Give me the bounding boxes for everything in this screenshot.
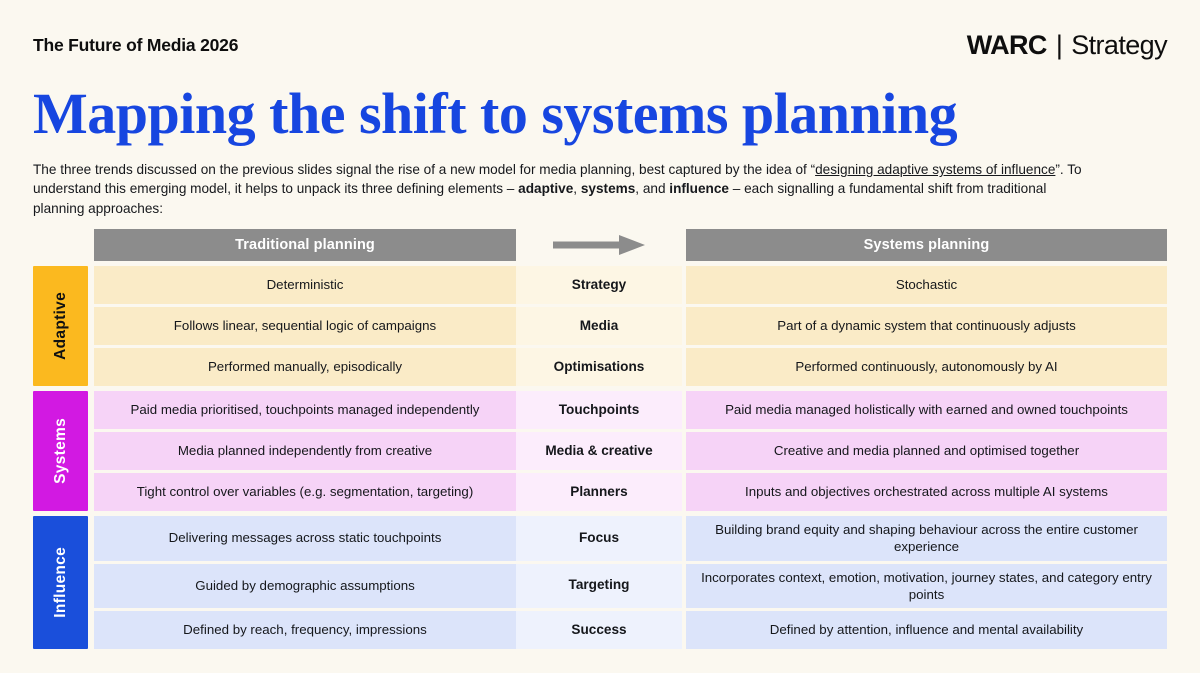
matrix-header-right-cell: Systems planning xyxy=(682,229,1167,261)
intro-text-3: , xyxy=(573,181,581,197)
table-row: Media planned independently from creativ… xyxy=(94,432,1167,470)
column-header-traditional-planning: Traditional planning xyxy=(94,229,516,261)
intro-text-4: , and xyxy=(635,181,670,197)
cell-traditional: Performed manually, episodically xyxy=(94,348,516,386)
matrix-group-influence-rows: Delivering messages across static touchp… xyxy=(94,516,1167,650)
table-row: Deterministic Strategy Stochastic xyxy=(94,266,1167,304)
group-label-adaptive-text: Adaptive xyxy=(51,292,69,360)
matrix-group-adaptive: Adaptive Deterministic Strategy Stochast… xyxy=(33,266,1167,386)
cell-systems: Inputs and objectives orchestrated acros… xyxy=(686,473,1167,511)
cell-dimension: Focus xyxy=(516,516,682,561)
matrix-group-systems-rows: Paid media prioritised, touchpoints mana… xyxy=(94,391,1167,511)
table-row: Follows linear, sequential logic of camp… xyxy=(94,307,1167,345)
cell-systems: Part of a dynamic system that continuous… xyxy=(686,307,1167,345)
intro-bold-influence: influence xyxy=(669,181,729,197)
cell-systems: Creative and media planned and optimised… xyxy=(686,432,1167,470)
deck-title: The Future of Media 2026 xyxy=(33,34,239,55)
matrix-header-row: Traditional planning Systems planning xyxy=(33,229,1167,261)
matrix-header-left-cell: Traditional planning xyxy=(88,229,516,261)
intro-text-2: ”. To understand this emerging model, it… xyxy=(33,162,1082,197)
table-row: Performed manually, episodically Optimis… xyxy=(94,348,1167,386)
cell-dimension: Media & creative xyxy=(516,432,682,470)
cell-systems: Building brand equity and shaping behavi… xyxy=(686,516,1167,561)
cell-systems: Stochastic xyxy=(686,266,1167,304)
slide-header: The Future of Media 2026 WARC | Strategy xyxy=(33,28,1168,62)
cell-traditional: Delivering messages across static touchp… xyxy=(94,516,516,561)
intro-paragraph: The three trends discussed on the previo… xyxy=(33,160,1093,218)
cell-traditional: Media planned independently from creativ… xyxy=(94,432,516,470)
brand-strategy-text: Strategy xyxy=(1071,29,1167,60)
table-row: Guided by demographic assumptions Target… xyxy=(94,563,1167,609)
matrix-header-arrow-cell xyxy=(516,229,682,261)
intro-text-5: – each signalling a fundamental shift fr… xyxy=(33,181,1047,216)
brand-separator: | xyxy=(1055,29,1063,60)
cell-systems: Defined by attention, influence and ment… xyxy=(686,611,1167,650)
cell-traditional: Guided by demographic assumptions xyxy=(94,563,516,609)
cell-dimension: Success xyxy=(516,611,682,650)
cell-traditional: Paid media prioritised, touchpoints mana… xyxy=(94,391,516,429)
cell-dimension: Targeting xyxy=(516,563,682,609)
cell-systems: Paid media managed holistically with ear… xyxy=(686,391,1167,429)
cell-traditional: Tight control over variables (e.g. segme… xyxy=(94,473,516,511)
brand-warc-text: WARC xyxy=(966,29,1048,60)
cell-traditional: Defined by reach, frequency, impressions xyxy=(94,611,516,650)
comparison-matrix: Traditional planning Systems planning Ad… xyxy=(33,229,1167,650)
cell-dimension: Touchpoints xyxy=(516,391,682,429)
intro-bold-systems: systems xyxy=(580,181,636,197)
group-label-systems-text: Systems xyxy=(51,418,69,484)
arrow-right-icon xyxy=(553,235,645,255)
matrix-header-spacer xyxy=(33,229,88,261)
matrix-group-adaptive-rows: Deterministic Strategy Stochastic Follow… xyxy=(94,266,1167,386)
matrix-group-systems: Systems Paid media prioritised, touchpoi… xyxy=(33,391,1167,511)
cell-dimension: Optimisations xyxy=(516,348,682,386)
cell-systems: Performed continuously, autonomously by … xyxy=(686,348,1167,386)
intro-bold-adaptive: adaptive xyxy=(518,181,574,197)
table-row: Delivering messages across static touchp… xyxy=(94,516,1167,561)
group-label-influence-text: Influence xyxy=(51,547,69,618)
group-label-influence: Influence xyxy=(33,516,88,650)
cell-dimension: Planners xyxy=(516,473,682,511)
cell-dimension: Strategy xyxy=(516,266,682,304)
cell-systems: Incorporates context, emotion, motivatio… xyxy=(686,563,1167,609)
intro-underlined-phrase: designing adaptive systems of influence xyxy=(815,162,1056,177)
column-header-systems-planning: Systems planning xyxy=(686,229,1167,261)
intro-text-1: The three trends discussed on the previo… xyxy=(33,162,816,177)
table-row: Tight control over variables (e.g. segme… xyxy=(94,473,1167,511)
warc-strategy-logo: WARC | Strategy xyxy=(966,29,1168,61)
group-label-adaptive: Adaptive xyxy=(33,266,88,386)
cell-traditional: Follows linear, sequential logic of camp… xyxy=(94,307,516,345)
page-title: Mapping the shift to systems planning xyxy=(33,81,958,146)
cell-traditional: Deterministic xyxy=(94,266,516,304)
cell-dimension: Media xyxy=(516,307,682,345)
group-label-systems: Systems xyxy=(33,391,88,511)
matrix-group-influence: Influence Delivering messages across sta… xyxy=(33,516,1167,650)
table-row: Defined by reach, frequency, impressions… xyxy=(94,611,1167,650)
table-row: Paid media prioritised, touchpoints mana… xyxy=(94,391,1167,429)
